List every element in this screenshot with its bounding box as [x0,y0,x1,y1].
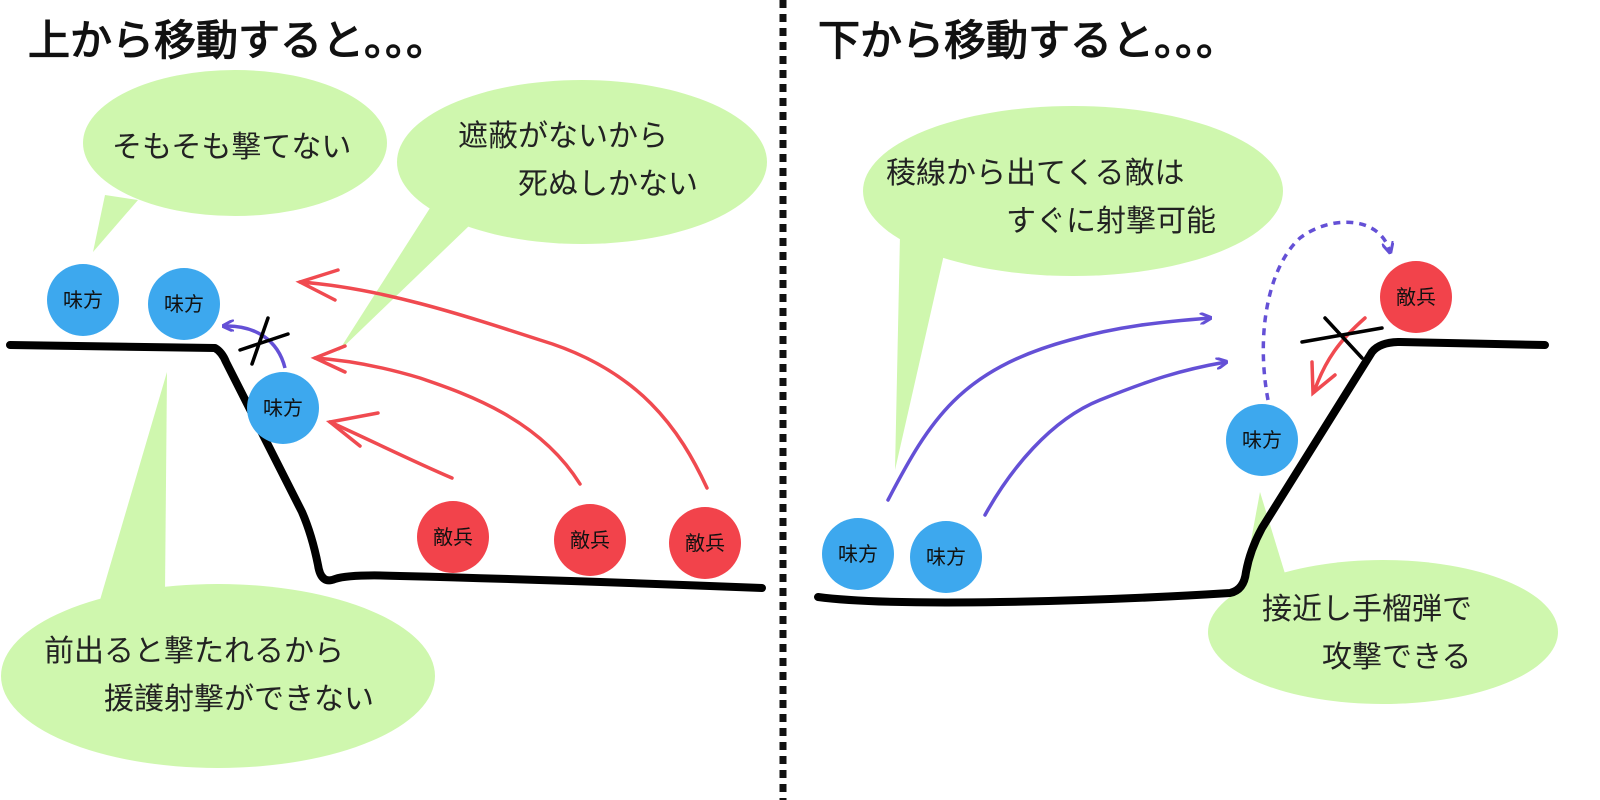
blocked-x-mark-left [238,316,290,366]
enemy-fire-arrow-far-head [295,268,340,302]
note-no-support: 前出ると撃たれるから 援護射撃ができない [44,634,374,717]
enemy-label: 敵兵 [685,531,725,555]
ally-unit-right-3: 味方 [1226,404,1298,476]
enemy-label: 敵兵 [433,525,473,549]
ally-unit-right-1: 味方 [822,518,894,590]
note-ridge-enemy: 稜線から出てくる敵は すぐに射撃可能 [886,156,1216,239]
enemy-fire-arrow-mid-head [310,344,347,374]
ally-advance-arrow-2 [983,362,1226,517]
ally-unit-left-2: 味方 [148,268,220,340]
terrain-right [814,338,1549,607]
blocked-x-mark-right [1300,316,1384,360]
note-grenade: 接近し手榴弾で 攻撃できる [1262,592,1472,675]
right-panel-title: 下から移動すると。。。 [818,16,1239,65]
grenade-throw-arrow [1261,220,1390,401]
enemy-unit-right-1: 敵兵 [1380,261,1452,333]
bubble-cannot-shoot [83,70,387,252]
note-cannot-shoot: そもそも撃てない [112,130,352,165]
ally-advance-arrow-1 [886,318,1210,502]
ally-label: 味方 [263,396,303,420]
ally-label: 味方 [164,292,204,316]
note-no-cover: 遮蔽がないから 死ぬしかない [458,119,698,202]
enemy-fire-arrow-near-head [325,411,380,448]
enemy-blocked-fire-arrow [1310,316,1367,397]
ally-unit-left-1: 味方 [47,264,119,336]
ally-label: 味方 [926,545,966,569]
enemy-fire-arrow-near [328,420,454,480]
ally-label: 味方 [838,542,878,566]
bubble-grenade [1208,492,1558,704]
left-panel-title: 上から移動すると。。。 [28,16,449,65]
ally-advance-arrows-right [886,318,1226,517]
enemy-fire-arrow-mid [313,356,582,486]
terrain-left [6,341,766,592]
bubble-no-support [1,372,435,768]
bubble-ridge-enemy [863,106,1283,470]
enemy-label: 敵兵 [570,528,610,552]
ally-label: 味方 [1242,428,1282,452]
enemy-fire-arrows-left [295,268,709,490]
enemy-unit-left-3: 敵兵 [669,507,741,579]
ally-label: 味方 [63,288,103,312]
enemy-unit-left-2: 敵兵 [554,504,626,576]
ally-unit-left-3: 味方 [247,372,319,444]
enemy-label: 敵兵 [1396,285,1436,309]
bubble-no-cover [338,80,767,352]
ally-unit-right-2: 味方 [910,521,982,593]
enemy-fire-arrow-far [298,280,709,490]
enemy-unit-left-1: 敵兵 [417,501,489,573]
